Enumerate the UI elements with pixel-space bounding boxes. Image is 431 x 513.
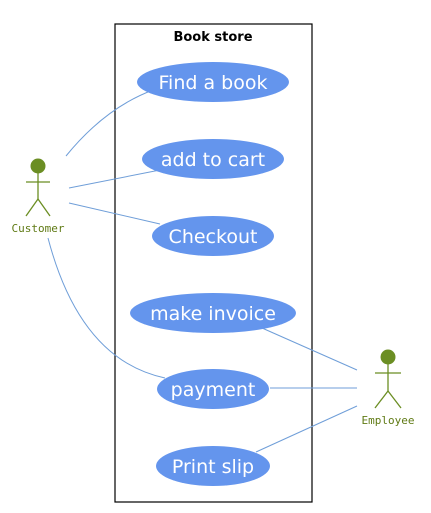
association-employee-make-invoice <box>261 327 358 371</box>
stick-figure-icon <box>374 349 402 409</box>
use-case-payment[interactable]: payment <box>157 369 269 409</box>
actor-customer-label: Customer <box>12 222 65 235</box>
svg-text:make invoice: make invoice <box>150 303 276 325</box>
actor-employee[interactable]: Employee <box>362 349 415 428</box>
association-customer-checkout <box>68 202 161 225</box>
association-employee-print-slip <box>255 405 358 453</box>
system-boundary <box>114 23 313 503</box>
actor-customer[interactable]: Customer <box>12 158 65 236</box>
association-customer-payment <box>47 237 166 379</box>
svg-text:Find a book: Find a book <box>159 72 268 94</box>
use-case-print-slip[interactable]: Print slip <box>156 446 270 486</box>
svg-text:Print slip: Print slip <box>172 456 254 478</box>
use-case-find-book[interactable]: Find a book <box>137 62 289 102</box>
use-case-add-to-cart[interactable]: add to cart <box>142 139 284 179</box>
system-title: Book store <box>173 30 252 45</box>
svg-text:payment: payment <box>171 379 256 401</box>
svg-text:Checkout: Checkout <box>169 226 258 248</box>
stick-figure-icon <box>25 158 51 217</box>
association-customer-add-to-cart <box>68 169 161 189</box>
use-case-make-invoice[interactable]: make invoice <box>130 293 296 333</box>
association-customer-find-book <box>65 89 154 157</box>
svg-text:add to cart: add to cart <box>161 149 265 171</box>
use-case-checkout[interactable]: Checkout <box>152 216 274 256</box>
actor-employee-label: Employee <box>362 414 415 427</box>
